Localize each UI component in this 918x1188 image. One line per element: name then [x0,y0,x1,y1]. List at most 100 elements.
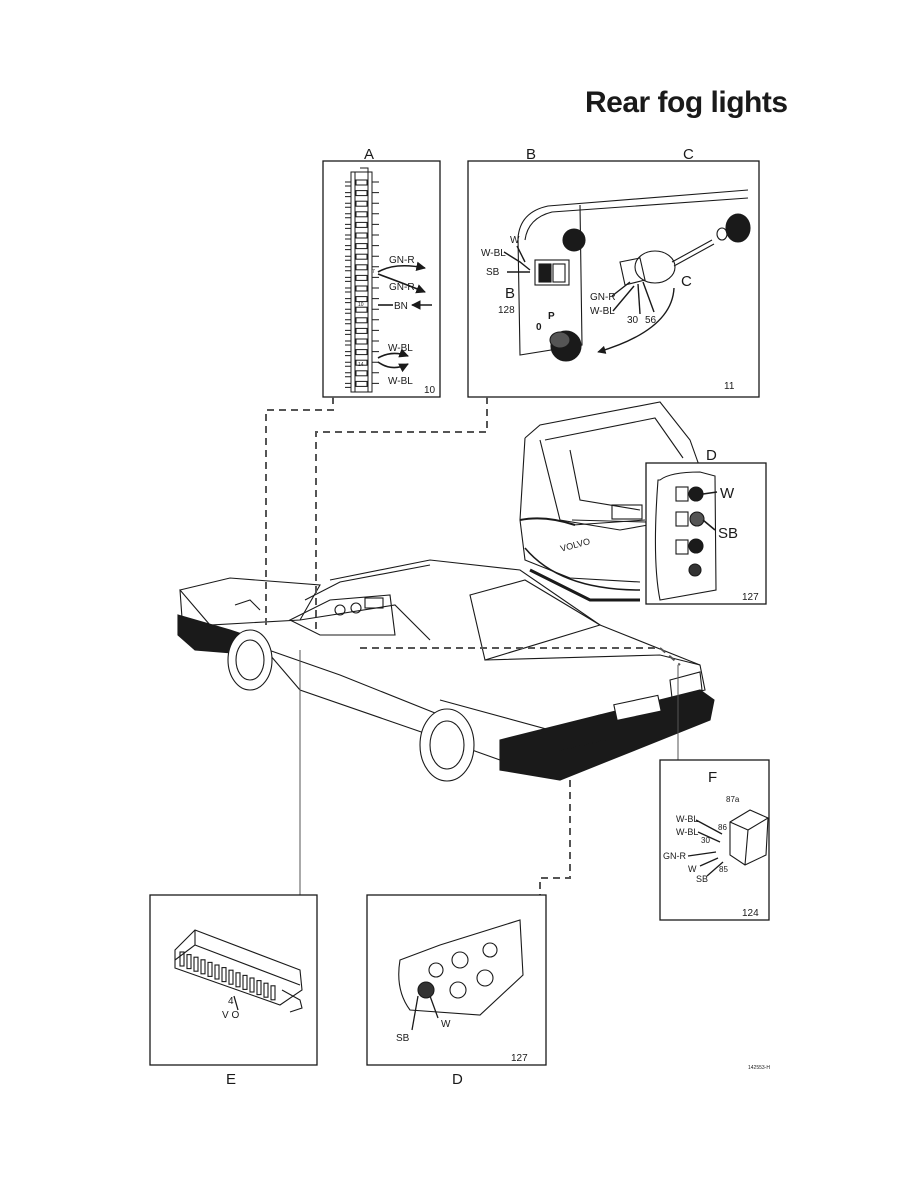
connector-pin [200,959,206,975]
fuse-slot [345,202,379,208]
switch-connector-illustration [619,213,751,286]
panel-bc: B C P 0 W W-BL SB B 128 [467,146,760,398]
wire-label: W [441,1019,451,1030]
terminal-label: 4 [228,996,234,1007]
terminal-label: 87a [726,795,740,804]
fuse-slot [345,181,379,187]
relay-illustration [729,809,769,866]
panel-a: A GN-R GN-R BN W-BL W-BL 7 10 14 10 [322,146,441,398]
connector-pin [214,964,220,980]
fuse [355,211,368,218]
wire-label: SB [486,267,500,278]
fuse [355,264,368,271]
lamp-holder-illustration [398,919,524,1016]
fuse [355,243,368,250]
fuse [355,296,368,303]
connector-illustration [174,929,303,1013]
fuse-slot [345,319,379,325]
fuse [355,253,368,260]
reference-number: 128 [498,305,515,316]
connector-pin [235,972,241,988]
terminal-label: 14 [358,362,364,368]
wire-label: SB [396,1033,410,1044]
connector-pin [186,954,192,970]
fuse [355,232,368,239]
fuse [355,349,368,356]
fuse-slot [345,213,379,219]
page-title: Rear fog lights [585,86,788,119]
leader-line [571,519,647,523]
wire-label: V O [222,1010,239,1021]
panel-bc-frame [467,160,760,398]
fuse-box-illustration [345,167,379,393]
wire-label: W-BL [676,827,698,837]
fuse-slot [345,255,379,261]
wire-label: W [720,485,735,502]
fuse [355,306,368,313]
fuse [355,190,368,197]
wire-label: GN-R [389,282,415,293]
terminal-label: 7 [372,269,375,275]
fuse-slot [345,372,379,378]
connector-pin [270,985,276,1001]
panel-d-upper-number: 127 [742,592,759,603]
connector-pin [256,980,262,996]
fuse-slot [345,308,379,314]
terminal-label: 10 [358,302,364,308]
rear-hatch-illustration [519,401,701,602]
switch-position: P [548,311,555,322]
figure-code: 142553-H [748,1065,770,1071]
wire-label: W [688,864,697,874]
fuse [355,200,368,207]
fuse-slot [345,245,379,251]
fuse-slot [345,234,379,240]
fuse-slot [345,329,379,335]
wire-label: W-BL [676,814,698,824]
wire-label: GN-R [389,255,415,266]
wire-label: SB [696,874,708,884]
wiring-routes [265,397,681,895]
panel-a-letter: A [364,146,374,163]
panel-d-upper: D W SB 127 [645,447,767,605]
panel-d-lower: SB W 127 D [366,894,547,1088]
wire-label: GN-R [590,292,616,303]
panel-f-letter: F [708,769,717,786]
panel-f-number: 124 [742,908,759,919]
connector-pin [221,967,227,983]
switch-position: 0 [536,322,542,333]
panel-d-letter: D [706,447,717,464]
panel-e: 4 V O E [149,894,318,1088]
connector-pin [193,956,199,972]
terminal-label: 30 [701,836,710,845]
connector-pin [228,969,234,985]
callout-b: B [505,285,515,302]
connector-pin [249,977,255,993]
fuse [355,179,368,186]
fuse [355,370,368,377]
panel-bc-number: 11 [724,381,735,392]
car-badge: VOLVO [559,536,591,554]
fuse-slot [345,276,379,282]
wire-label: W [510,235,520,246]
fuse-slot [345,351,379,357]
fuse [355,380,368,387]
terminal-label: 56 [645,315,657,326]
fuse-slot [345,223,379,229]
fuse [355,338,368,345]
panel-e-frame [149,894,318,1066]
terminal-label: 86 [718,823,727,832]
fuse [355,327,368,334]
fuse [355,285,368,292]
dashboard-illustration [517,189,749,362]
panel-d-upper-frame [645,462,767,605]
wire-label: GN-R [663,851,686,861]
fuse [355,274,368,281]
car-illustration [177,559,715,782]
panel-a-frame [322,160,441,398]
panel-f: F 87a 86 30 85 W-BL W-BL GN-R W SB 124 [659,759,770,921]
callout-c: C [681,273,692,290]
leader-lines [299,650,679,895]
fuse-slot [345,287,379,293]
fuse [355,221,368,228]
